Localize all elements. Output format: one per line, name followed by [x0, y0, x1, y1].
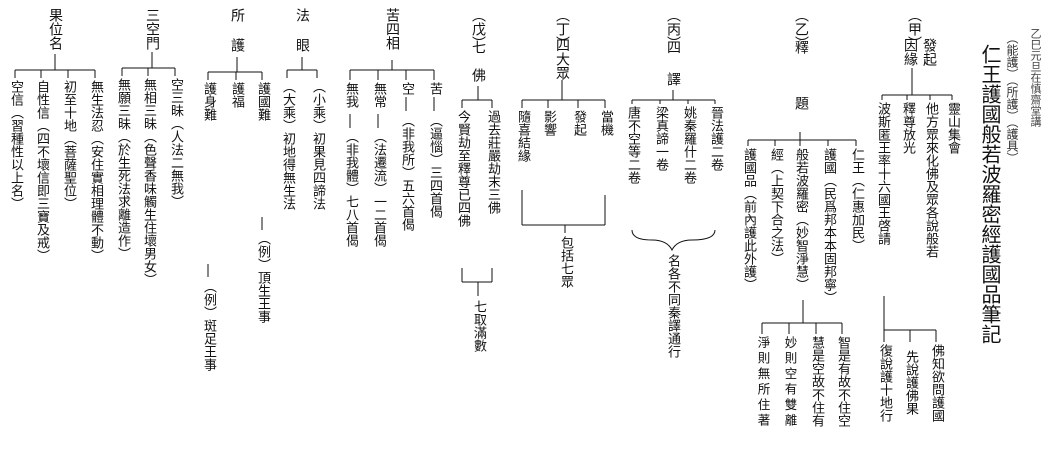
- section-jia-tag: （甲）: [906, 8, 922, 50]
- yi-item-2: 護國（民爲邦本本固邦寧）: [821, 148, 836, 304]
- yi-sub-2: 慧是空故不住有: [809, 336, 824, 427]
- ding-item-1: 當機: [598, 110, 613, 136]
- yi-item-1: 仁王（仁惠加民）: [849, 148, 864, 252]
- section-jia-head1: 發起: [921, 38, 937, 66]
- sk-item-3: 無願三昧（於生死法求離造作）: [115, 78, 130, 260]
- bing-item-1: 晉法護二卷: [708, 106, 723, 171]
- yi-sub-3: 妙則空有雙離: [782, 336, 798, 429]
- bing-item-3: 梁真諦一卷: [653, 106, 668, 171]
- section-yi-head1: 釋: [793, 40, 809, 54]
- fa-item-2: （大乘）初地得無生法: [280, 80, 295, 210]
- section-ding-head: 四大眾: [554, 38, 570, 80]
- lecture-date-note: 乙巳元旦在慎齋堂講: [1029, 28, 1042, 127]
- wu-item-1: 過去莊嚴劫末三佛: [485, 110, 500, 214]
- suo-item-1-detail: （例）頂生王事: [255, 232, 270, 323]
- bing-item-2: 姚秦羅什二卷: [681, 106, 696, 184]
- fa-head1: 法: [294, 8, 310, 22]
- guo-item-1: 無生法忍（安住實相理體不動）: [88, 80, 103, 262]
- guo-item-3: 自性信（四不壞信即三寶及戒）: [34, 80, 49, 262]
- document-title: 仁王護國般若波羅密經護國品筆記: [978, 44, 1002, 344]
- ding-note: 包括七眾: [558, 236, 573, 288]
- yi-item-3: 般若波羅密（妙智淨慧）: [793, 148, 808, 291]
- suo-item-1: 護國難: [255, 82, 270, 121]
- guo-item-4: 空信（習種性以上名）: [8, 80, 23, 210]
- jia-sub-3: 復說護十地行: [877, 344, 892, 422]
- jia-sub-1: 佛知欲問護國: [929, 344, 944, 422]
- yi-item-4: 經（上契下合之法）: [768, 148, 783, 265]
- suo-item-3-detail: （例）斑足王事: [201, 280, 216, 371]
- suo-head1: 所: [229, 8, 245, 22]
- bing-note: 名各不同秦譯通行: [665, 254, 680, 358]
- section-wu-head2: 佛: [470, 68, 486, 82]
- yi-item-5: 護國品（前內護此外護）: [741, 148, 756, 291]
- sk-head: 三空門: [144, 8, 160, 50]
- section-bing-tag: （丙）: [665, 8, 681, 50]
- ku-item-1-detail: （逼惱）三四首偈: [427, 114, 442, 218]
- section-jia-head2: 因緣: [902, 38, 918, 66]
- sk-item-1: 空三昧（人法二無我）: [168, 78, 183, 208]
- wu-item-2: 今賢劫至釋尊已四佛: [455, 110, 470, 227]
- yi-sub-4: 淨則無所住著: [755, 336, 771, 429]
- suo-head2: 護: [229, 38, 245, 52]
- section-bing-head1: 四: [665, 40, 681, 54]
- jia-item-3: 釋尊放光: [900, 102, 915, 154]
- suo-item-3: 護身難: [201, 82, 216, 121]
- ding-item-3: 影響: [541, 110, 556, 136]
- jia-item-4: 波斯匿王率十六國王啓請: [875, 102, 890, 245]
- ku-item-3-detail: （法遷流）一二首偈: [371, 130, 386, 247]
- ding-item-4: 隨喜結緣: [515, 110, 530, 162]
- section-wu-head1: 七: [470, 40, 486, 54]
- section-yi-head2: 題: [793, 96, 809, 110]
- ku-item-2: 空: [399, 82, 414, 95]
- fa-item-1: （小乘）初果見四諦法: [310, 80, 325, 210]
- fa-head2: 眼: [294, 38, 310, 52]
- jia-item-2: 他方眾來化佛及眾各說般若: [923, 102, 938, 258]
- wu-note: 七取滿數: [471, 300, 486, 352]
- section-ding-tag: （丁）: [554, 8, 570, 50]
- document-subtitle: （能護）（所護）（護具）: [1005, 32, 1019, 164]
- jia-sub-2: 先說護佛果: [903, 350, 918, 415]
- section-yi-tag: （乙）: [793, 8, 809, 50]
- ku-item-4: 無我: [343, 82, 358, 108]
- ku-item-4-detail: （非我體）七八首偈: [343, 130, 358, 247]
- ku-item-3: 無常: [371, 82, 386, 108]
- jia-item-1: 靈山集會: [945, 102, 960, 154]
- suo-item-2: 護福: [229, 82, 244, 108]
- ding-item-2: 發起: [571, 110, 586, 136]
- bing-item-4: 唐不空等二卷: [625, 106, 640, 184]
- guo-head: 果位名: [47, 8, 63, 50]
- section-bing-head2: 譯: [665, 72, 681, 86]
- yi-sub-1: 智是有故不住空: [835, 336, 850, 427]
- section-wu-tag: （戊）: [470, 8, 486, 50]
- guo-item-2: 初至十地（菩薩聖位）: [61, 80, 76, 210]
- ku-item-2-detail: （非我所）五六首偈: [399, 114, 414, 231]
- ku-item-1: 苦: [427, 82, 442, 95]
- ku-head: 苦四相: [384, 8, 400, 50]
- sk-item-2: 無相三昧（色聲香味觸生住壞男女）: [141, 78, 156, 286]
